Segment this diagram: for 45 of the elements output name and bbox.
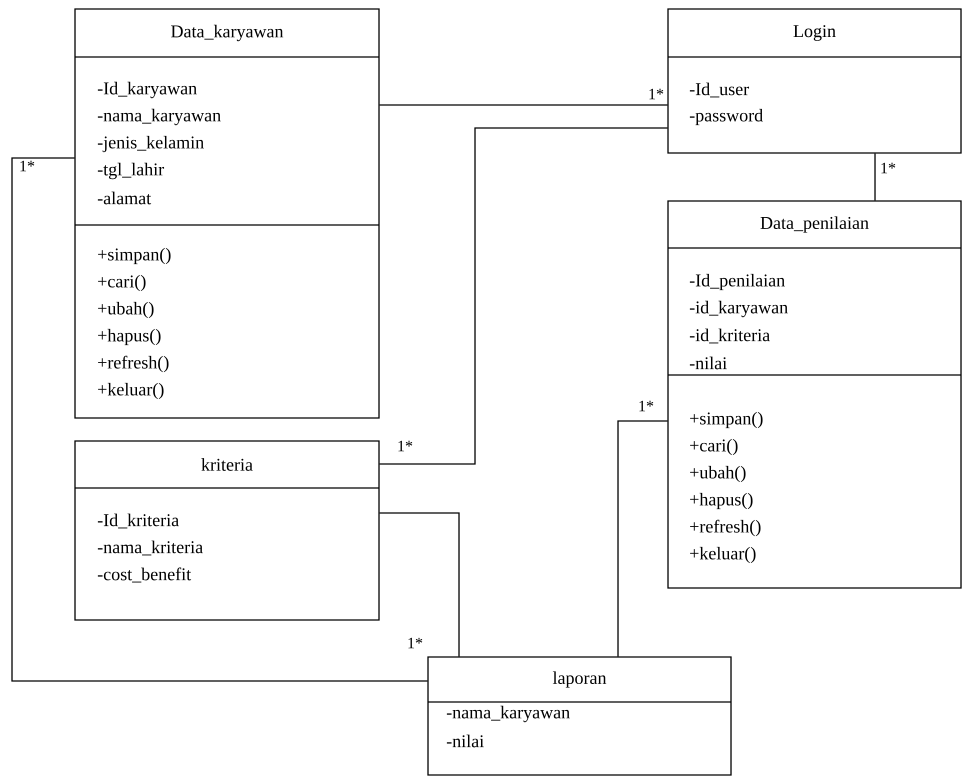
multiplicity-label: 1* — [396, 440, 414, 452]
attribute-text: -nama_karyawan — [98, 108, 221, 126]
class-name: Data_penilaian — [760, 216, 869, 233]
association-line — [380, 104, 668, 106]
attribute-text: -jenis_kelamin — [98, 136, 204, 152]
attribute-text: -Id_karyawan — [98, 82, 197, 98]
association-line — [874, 154, 876, 200]
attribute-text: -id_kriteria — [690, 328, 770, 344]
attribute-text: -Id_penilaian — [690, 274, 785, 290]
attribute-text: -cost_benefit — [98, 568, 192, 582]
association-line — [617, 420, 668, 656]
method-text: +simpan() — [690, 412, 763, 428]
attribute-text: -Id_user — [690, 82, 750, 98]
multiplicity-label: 1* — [647, 88, 665, 100]
attribute-text: -nama_karyawan — [446, 706, 570, 722]
method-text: +hapus() — [98, 328, 161, 346]
method-text: +simpan() — [98, 248, 171, 264]
attribute-text: -nama_kriteria — [98, 540, 203, 556]
method-text: +refresh() — [690, 520, 761, 536]
multiplicity-label: 1* — [406, 636, 424, 650]
method-text: +hapus() — [690, 492, 753, 510]
class-name: kriteria — [201, 458, 253, 471]
class-name: laporan — [552, 671, 606, 688]
association-line — [11, 157, 428, 682]
method-text: +refresh() — [98, 356, 169, 372]
attribute-text: -password — [690, 108, 763, 126]
method-text: +ubah() — [98, 302, 154, 318]
method-text: +cari() — [98, 274, 146, 292]
attribute-text: -Id_kriteria — [98, 514, 179, 528]
multiplicity-label: 1* — [637, 400, 655, 412]
association-line — [380, 127, 668, 465]
class-name: Data_karyawan — [171, 24, 284, 42]
attribute-text: -nilai — [690, 356, 727, 370]
attribute-text: -alamat — [98, 192, 152, 204]
multiplicity-label: 1* — [18, 160, 36, 172]
association-line — [380, 512, 460, 656]
method-text: +cari() — [690, 438, 738, 456]
class-name: Login — [794, 25, 836, 41]
method-text: +keluar() — [690, 546, 756, 564]
attribute-text: -nilai — [446, 734, 484, 748]
attribute-text: -tgl_lahir — [98, 162, 164, 180]
multiplicity-label: 1* — [879, 162, 897, 174]
method-text: +keluar() — [98, 382, 164, 400]
attribute-text: -id_karyawan — [690, 300, 788, 318]
method-text: +ubah() — [690, 466, 746, 482]
